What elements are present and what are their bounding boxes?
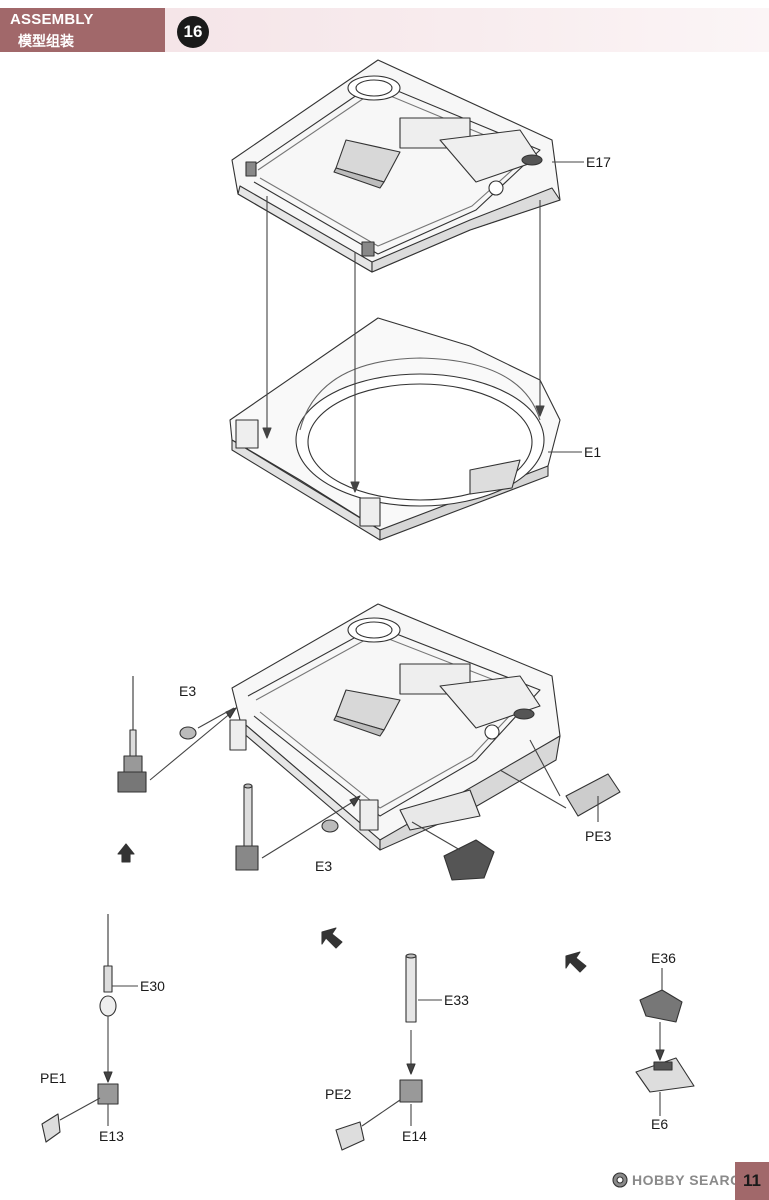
antenna-centre (235, 783, 361, 871)
stowage-box (411, 821, 495, 881)
header-title-cn: 模型组装 (18, 34, 74, 50)
callout-pe3: PE3 (585, 828, 612, 844)
turret-top-e17 (231, 59, 561, 273)
callout-e3-bottom: E3 (315, 858, 333, 874)
sub-assembly-e33 (335, 953, 442, 1151)
callout-e17: E17 (586, 154, 611, 170)
guide-lines-upper (262, 161, 584, 493)
sub-assembly-e30 (41, 914, 138, 1143)
callout-e6: E6 (651, 1116, 669, 1132)
callout-pe2: PE2 (325, 1086, 352, 1102)
rotation-circle-icon (612, 1172, 628, 1188)
watermark-text: HOBBY SEARCH (632, 1172, 752, 1188)
up-arrow-icon (117, 843, 135, 863)
assembled-turret (229, 603, 561, 851)
callout-pe1: PE1 (40, 1070, 67, 1086)
up-left-arrow-icon (321, 927, 587, 973)
callout-e33: E33 (444, 992, 469, 1008)
grille-pe3 (499, 739, 621, 822)
e3-parts (179, 707, 339, 833)
callout-e36: E36 (651, 950, 676, 966)
callout-e1: E1 (584, 444, 602, 460)
hull-ring-e1 (229, 317, 561, 541)
callout-e14: E14 (402, 1128, 427, 1144)
assembly-header: ASSEMBLY 模型组装 (0, 8, 165, 52)
page-number: 11 (735, 1162, 769, 1200)
callout-e3-top: E3 (179, 683, 197, 699)
callout-e30: E30 (140, 978, 165, 994)
antenna-left (117, 676, 237, 793)
step-number-badge: 16 (177, 16, 209, 48)
sub-assembly-e36 (635, 968, 695, 1116)
callout-e13: E13 (99, 1128, 124, 1144)
header-title-en: ASSEMBLY (10, 11, 94, 28)
